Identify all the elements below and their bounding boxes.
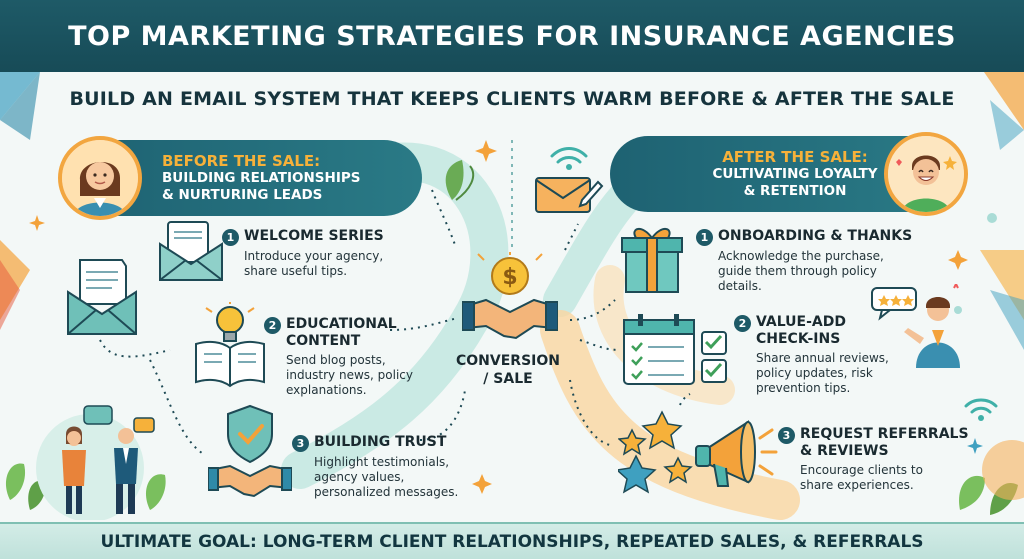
gift-box-icon (621, 228, 683, 293)
after-step-1: 1 ONBOARDING & THANKS Acknowledge the pu… (696, 228, 912, 294)
megaphone-icon (695, 420, 778, 487)
before-sale-subtitle-1: BUILDING RELATIONSHIPS (162, 170, 361, 186)
before-step-1: 1 WELCOME SERIES Introduce your agency, … (222, 228, 384, 279)
step-desc-1: Encourage clients to (800, 463, 923, 477)
step-desc-1: Share annual reviews, (756, 351, 889, 365)
before-step-3: 3 BUILDING TRUST Highlight testimonials,… (292, 434, 458, 500)
step-desc-2: industry news, policy (286, 368, 413, 382)
step-number: 1 (696, 229, 713, 246)
step-number: 2 (264, 317, 281, 334)
step-title-1: REQUEST REFERRALS (800, 426, 969, 442)
step-number: 3 (292, 435, 309, 452)
after-step-3: 3 REQUEST REFERRALS & REVIEWS Encourage … (778, 426, 969, 493)
person-speech-icon (871, 284, 960, 368)
page-subtitle: BUILD AN EMAIL SYSTEM THAT KEEPS CLIENTS… (69, 88, 955, 110)
after-sale-subtitle-2: & RETENTION (743, 183, 847, 199)
step-desc-3: details. (718, 279, 762, 293)
before-sale-title: BEFORE THE SALE: (162, 152, 321, 170)
step-title-2: CONTENT (286, 333, 361, 349)
step-desc-3: explanations. (286, 383, 367, 397)
step-number: 1 (222, 229, 239, 246)
step-desc-2: policy updates, risk (756, 366, 873, 380)
email-wifi-icon (535, 147, 604, 213)
before-step-2: 2 EDUCATIONAL CONTENT Send blog posts, i… (264, 316, 413, 398)
envelope-icon (159, 221, 223, 281)
conversion-line-2: / SALE (483, 371, 533, 387)
lightbulb-book-icon (195, 302, 265, 388)
after-sale-subtitle-1: CULTIVATING LOYALTY (712, 166, 878, 182)
step-number: 3 (778, 427, 795, 444)
step-number: 2 (734, 315, 751, 332)
people-talking-icon (36, 405, 155, 520)
wifi-icon (964, 398, 998, 421)
stars-icon (618, 410, 693, 494)
step-desc-1: Introduce your agency, (244, 249, 384, 263)
step-desc-2: share useful tips. (244, 264, 348, 278)
woman-avatar-icon (58, 136, 142, 220)
conversion-line-1: CONVERSION (456, 353, 560, 369)
conversion-label: CONVERSION / SALE (448, 352, 568, 388)
step-title-1: VALUE-ADD (756, 314, 846, 330)
before-sale-subtitle-2: & NURTURING LEADS (162, 187, 323, 203)
step-desc-1: Acknowledge the purchase, (718, 249, 884, 263)
step-title-1: EDUCATIONAL (286, 316, 397, 332)
step-desc-3: personalized messages. (314, 485, 459, 499)
step-title-2: & REVIEWS (800, 443, 889, 459)
step-title: BUILDING TRUST (314, 434, 447, 450)
step-title: ONBOARDING & THANKS (718, 228, 913, 244)
step-title: WELCOME SERIES (244, 228, 384, 244)
ultimate-goal-text: ULTIMATE GOAL: LONG-TERM CLIENT RELATION… (100, 531, 924, 552)
man-avatar-icon (884, 132, 968, 216)
step-desc-1: Send blog posts, (286, 353, 386, 367)
title-banner: TOP MARKETING STRATEGIES FOR INSURANCE A… (0, 0, 1024, 72)
step-title-2: CHECK-INS (756, 331, 841, 347)
handshake-coin-icon: $ (462, 252, 558, 340)
step-desc-2: share experiences. (800, 478, 914, 492)
step-desc-3: prevention tips. (756, 381, 851, 395)
shield-handshake-icon (208, 404, 292, 498)
after-sale-title: AFTER THE SALE: (722, 148, 868, 166)
after-step-2: 2 VALUE-ADD CHECK-INS Share annual revie… (734, 314, 889, 396)
page-title: TOP MARKETING STRATEGIES FOR INSURANCE A… (68, 20, 956, 52)
step-desc-1: Highlight testimonials, (314, 455, 450, 469)
letter-envelope-icon (67, 259, 137, 335)
footer-bar: ULTIMATE GOAL: LONG-TERM CLIENT RELATION… (0, 522, 1024, 559)
calendar-checklist-icon (623, 314, 727, 385)
step-desc-2: agency values, (314, 470, 405, 484)
step-desc-2: guide them through policy (718, 264, 877, 278)
coin-symbol: $ (502, 265, 517, 290)
